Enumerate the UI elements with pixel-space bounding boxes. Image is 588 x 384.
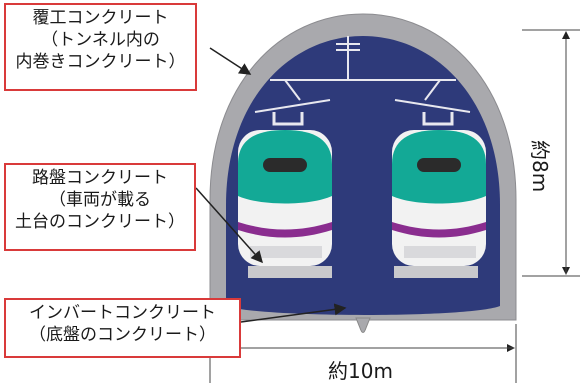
height-dimension-line xyxy=(522,29,580,277)
width-dimension-label: 約10m xyxy=(328,359,393,383)
roadbed-slab-left xyxy=(248,266,332,278)
arrow-roadbed xyxy=(195,187,263,264)
arrow-lining xyxy=(209,47,252,75)
overhead-catenary xyxy=(254,36,471,113)
callout-invert-line2: （底盤のコンクリート） xyxy=(29,325,216,345)
callout-lining-line1: 覆工コンクリート xyxy=(32,8,169,28)
callout-lining-line3: 内巻きコンクリート） xyxy=(15,52,186,72)
callout-roadbed-concrete: 路盤コンクリート （車両が載る 土台のコンクリート） xyxy=(4,163,196,251)
callout-roadbed-line3: 土台のコンクリート） xyxy=(15,212,185,232)
roadbed-slab-right xyxy=(394,266,478,278)
train-left xyxy=(238,112,332,266)
callout-invert-line1: インバートコンクリート xyxy=(29,303,216,323)
height-dimension-label: 約8m xyxy=(528,140,552,193)
bottom-hook xyxy=(355,317,371,333)
callout-roadbed-line2: （車両が載る xyxy=(49,190,151,210)
train-right xyxy=(392,112,486,266)
callout-invert-concrete: インバートコンクリート （底盤のコンクリート） xyxy=(4,298,241,358)
callout-roadbed-line1: 路盤コンクリート xyxy=(32,168,168,188)
callout-lining-concrete: 覆工コンクリート （トンネル内の 内巻きコンクリート） xyxy=(4,3,197,91)
callout-lining-line2: （トンネル内の xyxy=(41,30,160,50)
center-drain xyxy=(350,300,374,314)
arrow-invert xyxy=(240,303,347,323)
